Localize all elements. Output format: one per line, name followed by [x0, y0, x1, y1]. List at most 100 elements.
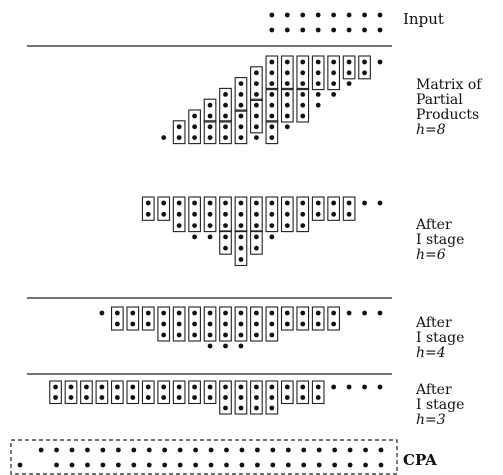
full-adder-box [219, 196, 232, 233]
dot [254, 102, 259, 108]
dot [254, 81, 259, 86]
dot [130, 395, 136, 400]
dot [269, 321, 275, 327]
full-adder-box [234, 380, 248, 415]
dot [100, 462, 106, 468]
dot [362, 310, 367, 316]
dot [300, 113, 306, 119]
dot [99, 310, 105, 316]
dot [223, 234, 228, 240]
dot [315, 59, 321, 65]
dot [301, 462, 307, 468]
half-adder-box [49, 380, 62, 405]
full-adder-box [296, 55, 310, 91]
dot [238, 395, 244, 400]
dot [238, 92, 244, 97]
dot [69, 447, 75, 453]
half-adder-box [95, 380, 109, 405]
dot [238, 81, 244, 86]
dot [269, 200, 275, 206]
full-adder-box [219, 87, 232, 123]
full-adder-box [234, 109, 248, 145]
dot [284, 124, 290, 130]
dot [332, 462, 338, 468]
dot [145, 310, 151, 316]
full-adder-box [250, 380, 263, 415]
matrix-label-line-2: Partial [416, 92, 463, 108]
dot [207, 343, 213, 349]
half-adder-box [80, 380, 93, 405]
dot [284, 310, 290, 316]
dot [238, 310, 244, 316]
dot [207, 102, 213, 108]
dot [192, 113, 198, 119]
dot [161, 332, 167, 338]
dot [269, 395, 275, 400]
dot [84, 384, 89, 390]
dot [254, 70, 259, 76]
dot [346, 211, 352, 217]
dot [223, 124, 228, 130]
half-adder-box [157, 196, 171, 221]
dot [238, 135, 244, 141]
dot [269, 384, 275, 390]
dot [223, 211, 228, 217]
dot [238, 223, 244, 229]
dot [255, 447, 260, 453]
dot [114, 395, 120, 400]
dot [315, 200, 321, 206]
full-adder-box [296, 196, 310, 233]
full-adder-box [157, 306, 171, 342]
dot [331, 321, 337, 327]
dot [145, 321, 151, 327]
half-adder-box [296, 380, 310, 405]
stage1-label: After I stage h=6 [416, 218, 464, 263]
dot [207, 113, 213, 119]
dot [363, 462, 368, 468]
dot [176, 395, 182, 400]
dot [269, 92, 275, 97]
full-adder-box [219, 306, 232, 342]
dot [161, 384, 167, 390]
stage2-label-line-2: I stage [416, 330, 465, 346]
dot [269, 405, 275, 411]
dot [161, 211, 167, 217]
full-adder-box [172, 196, 186, 233]
dot [130, 310, 136, 316]
dot [254, 113, 259, 119]
dot [300, 321, 306, 327]
dot [145, 200, 151, 206]
dot [224, 447, 229, 453]
dot [285, 447, 291, 453]
half-adder-box [265, 120, 279, 145]
dot [17, 462, 23, 468]
dot [331, 200, 337, 206]
dot [300, 59, 306, 65]
dot [207, 234, 213, 240]
stage1-height-label: h=6 [416, 247, 446, 263]
half-adder-box [141, 196, 155, 221]
dot [315, 321, 321, 327]
dot [254, 310, 259, 316]
dot [346, 384, 352, 390]
dot [300, 384, 306, 390]
dot [254, 245, 259, 251]
dot [238, 234, 244, 240]
dot [162, 447, 168, 453]
dot [207, 321, 213, 327]
half-adder-box [342, 55, 356, 80]
matrix-label-line-3: Products [416, 107, 480, 123]
stage2-label-line-1: After [416, 315, 452, 331]
dot [315, 12, 321, 18]
dot [269, 234, 275, 240]
dot [239, 447, 245, 453]
dot [284, 321, 290, 327]
half-adder-box [172, 380, 186, 405]
dot [176, 211, 182, 217]
half-adder-box [311, 306, 325, 331]
full-adder-box [188, 196, 201, 233]
dot [346, 12, 352, 18]
dot [176, 310, 182, 316]
